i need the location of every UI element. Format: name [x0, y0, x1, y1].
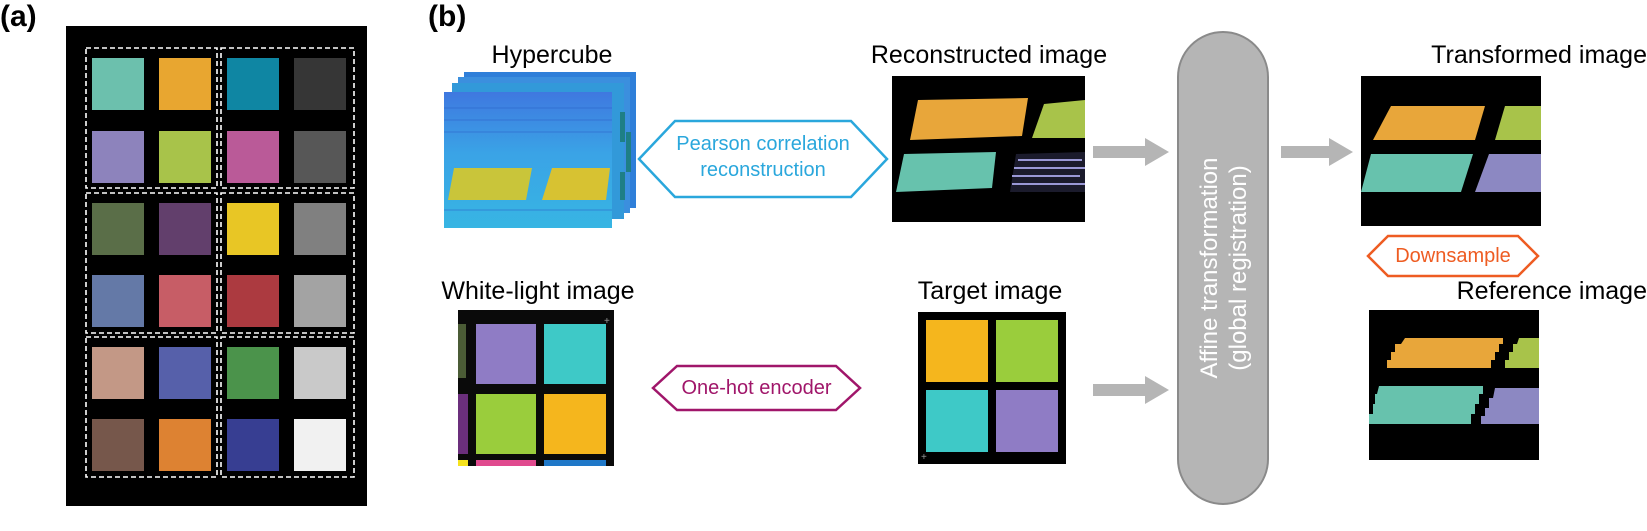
- target-violet-square: [996, 390, 1058, 452]
- checker-patch-r3-c1: [92, 203, 144, 255]
- white-light-image: +: [458, 310, 614, 466]
- transformed-green-patch: [1495, 106, 1541, 140]
- checker-patch-r6-c4: [294, 419, 346, 471]
- reconstructed-image: [892, 76, 1085, 222]
- checker-patch-r5-c4: [294, 347, 346, 399]
- panel-label-a: (a): [0, 0, 37, 33]
- arrow-target-to-affine: [1093, 376, 1169, 404]
- dashed-group-3-2: [220, 336, 355, 478]
- checker-patch-r4-c3: [227, 275, 279, 327]
- hypercube-yellow-patch-left: [448, 168, 532, 200]
- reconstructed-teal-patch: [896, 152, 996, 192]
- checker-patch-r6-c1: [92, 419, 144, 471]
- checker-patch-r6-c3: [227, 419, 279, 471]
- reconstructed-green-patch: [1032, 100, 1085, 138]
- transformed-title: Transformed image: [1431, 41, 1647, 69]
- pearson-hexagon: [637, 119, 889, 199]
- affine-label-line1: Affine transformation: [1196, 157, 1223, 379]
- white-light-title: White-light image: [441, 277, 635, 305]
- pearson-label-line1: Pearson correlation: [676, 133, 850, 155]
- color-checker-chart: [66, 26, 367, 506]
- target-yellow-square: [926, 320, 988, 382]
- checker-patch-r2-c4: [294, 131, 346, 183]
- transformed-teal-patch: [1361, 154, 1473, 192]
- white-light-cyan-square: [544, 324, 606, 384]
- reference-purple-patch: [1481, 388, 1539, 424]
- pearson-label: Pearson correlation reconstruction: [637, 131, 889, 183]
- checker-patch-r2-c2: [159, 131, 211, 183]
- downsample-label: Downsample: [1395, 245, 1511, 267]
- white-light-purple-square: [476, 324, 536, 384]
- hypercube-yellow-patch-right: [542, 168, 610, 200]
- downsample-hexagon: [1366, 234, 1540, 278]
- affine-transformation-block: [1177, 31, 1269, 505]
- reference-teal-patch: [1369, 386, 1483, 424]
- dashed-group-1-1: [85, 47, 218, 189]
- checker-patch-r1-c1: [92, 58, 144, 110]
- transformed-orange-patch: [1373, 106, 1485, 140]
- reconstructed-orange-patch: [910, 98, 1028, 140]
- reference-image: [1369, 310, 1539, 460]
- reconstructed-purple-area: [1010, 152, 1085, 192]
- transformed-purple-patch: [1475, 154, 1541, 192]
- affine-label-line2: (global registration): [1225, 165, 1252, 371]
- checker-patch-r5-c1: [92, 347, 144, 399]
- white-light-green-square: [476, 394, 536, 454]
- checker-patch-r2-c1: [92, 131, 144, 183]
- target-image: +: [918, 312, 1066, 464]
- checker-patch-r3-c3: [227, 203, 279, 255]
- dashed-group-1-2: [220, 47, 355, 189]
- one-hot-label: One-hot encoder: [681, 377, 832, 399]
- checker-patch-r1-c4: [294, 58, 346, 110]
- dashed-group-3-1: [85, 336, 218, 478]
- reconstructed-title: Reconstructed image: [870, 41, 1108, 69]
- arrow-recon-to-affine: [1093, 138, 1169, 166]
- target-cyan-square: [926, 390, 988, 452]
- arrow-affine-to-transformed: [1281, 138, 1353, 166]
- checker-patch-r3-c2: [159, 203, 211, 255]
- dashed-group-2-2: [220, 192, 355, 334]
- white-light-yellow-square: [544, 394, 606, 454]
- target-title: Target image: [917, 277, 1063, 305]
- checker-patch-r4-c1: [92, 275, 144, 327]
- reference-title: Reference image: [1456, 277, 1647, 305]
- target-green-square: [996, 320, 1058, 382]
- checker-patch-r5-c3: [227, 347, 279, 399]
- checker-patch-r4-c4: [294, 275, 346, 327]
- panel-label-b: (b): [428, 0, 467, 33]
- reference-orange-patch: [1387, 338, 1503, 368]
- hypercube-title: Hypercube: [491, 41, 613, 69]
- hypercube-layer-front: [444, 92, 612, 228]
- one-hot-hexagon: [651, 364, 862, 412]
- affine-label: Affine transformation (global registrati…: [1195, 157, 1253, 378]
- checker-patch-r5-c2: [159, 347, 211, 399]
- hypercube-stack: [444, 72, 636, 228]
- svg-text:+: +: [604, 316, 610, 327]
- checker-patch-r6-c2: [159, 419, 211, 471]
- checker-patch-r1-c2: [159, 58, 211, 110]
- svg-text:+: +: [921, 452, 927, 463]
- transformed-image: [1361, 76, 1541, 226]
- checker-patch-r3-c4: [294, 203, 346, 255]
- dashed-group-2-1: [85, 192, 218, 334]
- checker-patch-r1-c3: [227, 58, 279, 110]
- pearson-label-line2: reconstruction: [700, 159, 826, 181]
- checker-patch-r4-c2: [159, 275, 211, 327]
- reference-green-patch: [1505, 338, 1539, 368]
- checker-patch-r2-c3: [227, 131, 279, 183]
